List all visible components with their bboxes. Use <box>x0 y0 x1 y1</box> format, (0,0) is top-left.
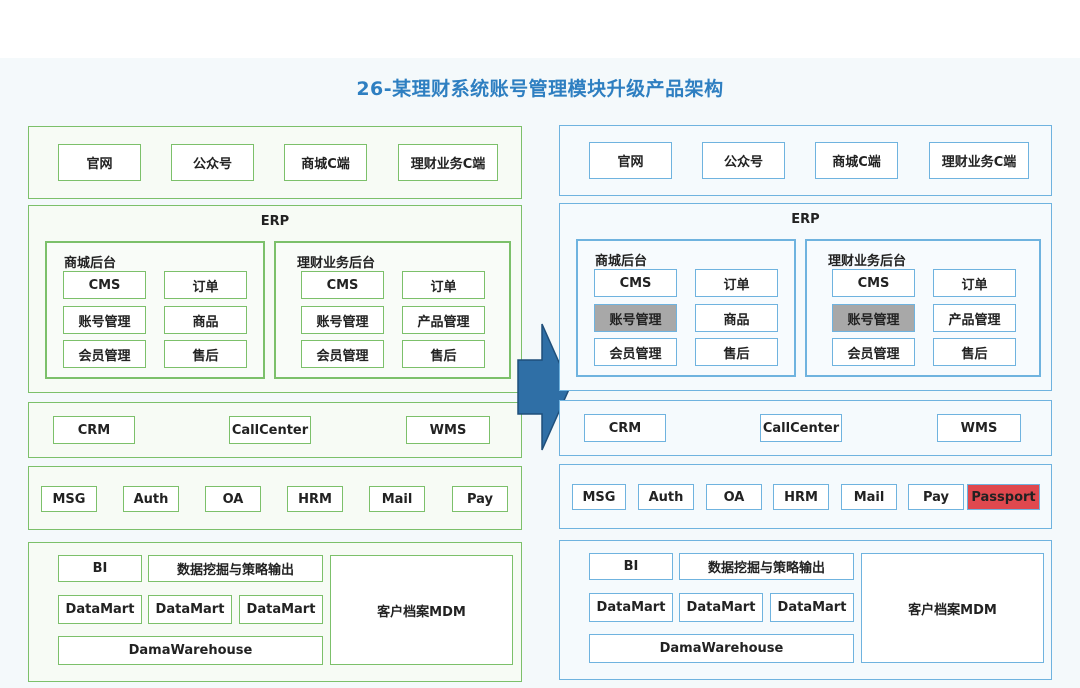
backend-module: 订单 <box>402 271 485 299</box>
datamart-box: DataMart <box>679 593 763 622</box>
data-warehouse-box: DamaWarehouse <box>58 636 323 665</box>
backend-module: 订单 <box>164 271 247 299</box>
backend-module: 会员管理 <box>594 338 677 366</box>
mdm-box: 客户档案MDM <box>861 553 1044 663</box>
service-box: MSG <box>41 486 97 512</box>
backend-module: CMS <box>832 269 915 297</box>
backend-module: 账号管理 <box>301 306 384 334</box>
service-box: OA <box>706 484 762 510</box>
mall-backend-title: 商城后台 <box>595 254 648 269</box>
data-mining-box: 数据挖掘与策略输出 <box>679 553 854 580</box>
service-box: MSG <box>572 484 626 510</box>
channel-box: 商城C端 <box>815 142 898 179</box>
backend-module: CMS <box>301 271 384 299</box>
service-layer <box>28 466 522 530</box>
service-box: HRM <box>287 486 343 512</box>
backend-module: 售后 <box>164 340 247 368</box>
channel-box: 商城C端 <box>284 144 367 181</box>
service-box: Auth <box>123 486 179 512</box>
backend-module: 产品管理 <box>402 306 485 334</box>
data-warehouse-box: DamaWarehouse <box>589 634 854 663</box>
datamart-box: DataMart <box>239 595 323 624</box>
erp-label: ERP <box>260 214 290 229</box>
backend-module: 售后 <box>695 338 778 366</box>
service-box: Pay <box>452 486 508 512</box>
business-system-box: WMS <box>406 416 490 444</box>
channel-box: 官网 <box>589 142 672 179</box>
channel-box: 官网 <box>58 144 141 181</box>
service-box: Auth <box>638 484 694 510</box>
upgrade-arrow-icon <box>517 323 571 451</box>
backend-module-highlighted: 账号管理 <box>594 304 677 332</box>
business-system-box: WMS <box>937 414 1021 442</box>
backend-module: CMS <box>63 271 146 299</box>
backend-module: 订单 <box>695 269 778 297</box>
bi-box: BI <box>58 555 142 582</box>
backend-module: 会员管理 <box>301 340 384 368</box>
diagram-title: 26-某理财系统账号管理模块升级产品架构 <box>356 78 724 100</box>
backend-module: 会员管理 <box>63 340 146 368</box>
datamart-box: DataMart <box>589 593 673 622</box>
service-box: Pay <box>908 484 964 510</box>
business-system-box: CRM <box>53 416 135 444</box>
backend-module: 商品 <box>164 306 247 334</box>
service-box: Mail <box>369 486 425 512</box>
backend-module: 产品管理 <box>933 304 1016 332</box>
channel-box: 理财业务C端 <box>929 142 1029 179</box>
datamart-box: DataMart <box>770 593 854 622</box>
backend-module: 订单 <box>933 269 1016 297</box>
backend-module: 售后 <box>933 338 1016 366</box>
channel-box: 公众号 <box>702 142 785 179</box>
bi-box: BI <box>589 553 673 580</box>
finance-backend-title: 理财业务后台 <box>828 254 907 269</box>
business-system-box: CallCenter <box>760 414 842 442</box>
business-system-box: CallCenter <box>229 416 311 444</box>
backend-module: 账号管理 <box>63 306 146 334</box>
backend-module: 商品 <box>695 304 778 332</box>
backend-module: 会员管理 <box>832 338 915 366</box>
service-box: Mail <box>841 484 897 510</box>
backend-module: CMS <box>594 269 677 297</box>
mall-backend-title: 商城后台 <box>64 256 117 271</box>
backend-module-highlighted: 账号管理 <box>832 304 915 332</box>
channel-box: 公众号 <box>171 144 254 181</box>
backend-module: 售后 <box>402 340 485 368</box>
mdm-box: 客户档案MDM <box>330 555 513 665</box>
business-system-box: CRM <box>584 414 666 442</box>
service-box: HRM <box>773 484 829 510</box>
passport-service-box: Passport <box>967 484 1040 510</box>
datamart-box: DataMart <box>58 595 142 624</box>
finance-backend-title: 理财业务后台 <box>297 256 376 271</box>
data-mining-box: 数据挖掘与策略输出 <box>148 555 323 582</box>
erp-label: ERP <box>791 212 820 227</box>
datamart-box: DataMart <box>148 595 232 624</box>
channel-box: 理财业务C端 <box>398 144 498 181</box>
service-box: OA <box>205 486 261 512</box>
